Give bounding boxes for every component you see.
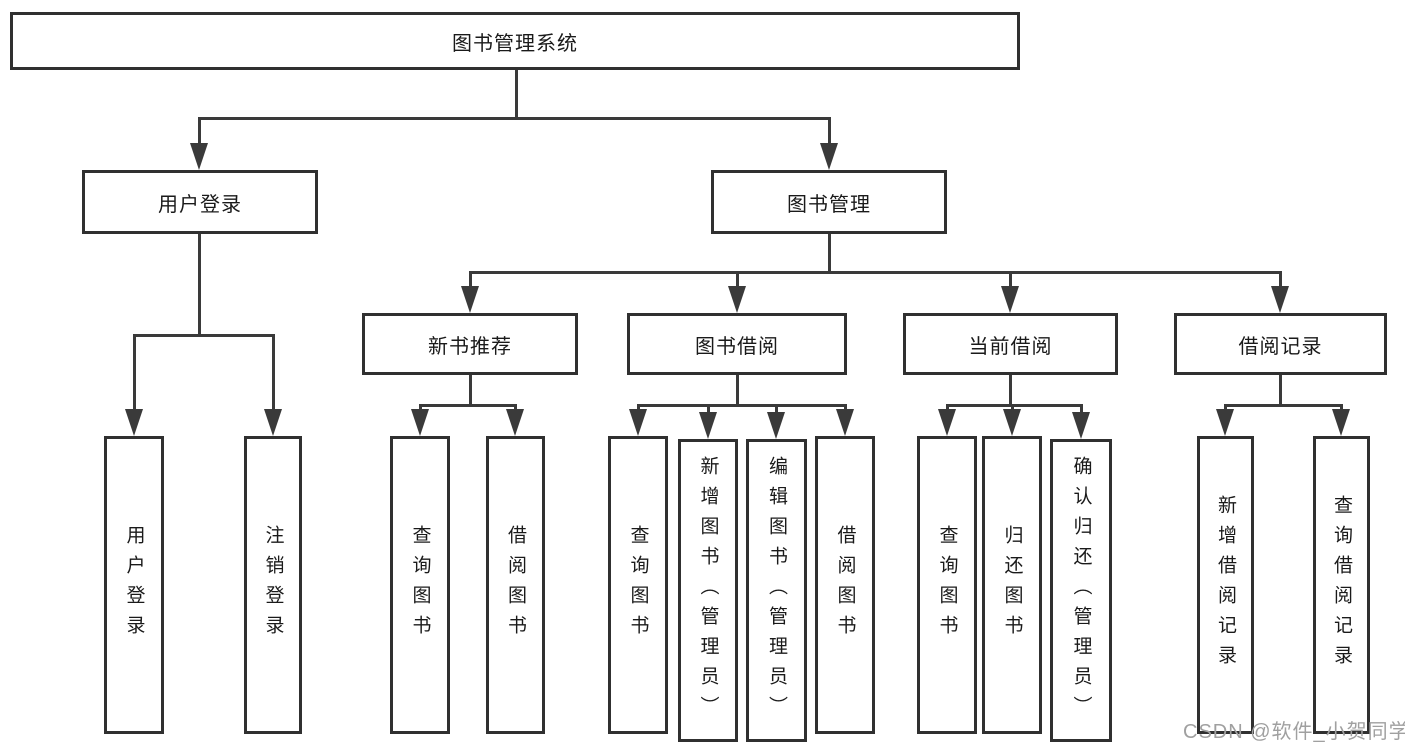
connector-line — [198, 117, 831, 120]
connector-line — [133, 334, 136, 411]
leaf-return-book-label: 归还图书 — [1001, 525, 1023, 645]
leaf-add-borrow-record: 新增借阅记录 — [1197, 436, 1254, 734]
connector-line — [198, 117, 201, 146]
arrow-icon — [767, 412, 785, 439]
node-book-borrow: 图书借阅 — [627, 313, 847, 375]
arrow-icon — [461, 286, 479, 313]
connector-line — [419, 404, 422, 412]
node-borrow-record-label: 借阅记录 — [1238, 335, 1323, 358]
arrow-icon — [1216, 409, 1234, 436]
leaf-query-book-current-label: 查询图书 — [936, 525, 958, 645]
leaf-borrow-book-recommend-label: 借阅图书 — [505, 525, 526, 645]
node-current-borrow: 当前借阅 — [903, 313, 1118, 375]
leaf-user-login: 用户登录 — [104, 436, 164, 734]
connector-line — [469, 271, 472, 288]
arrow-icon — [190, 143, 208, 170]
node-new-book-recommend: 新书推荐 — [362, 313, 578, 375]
connector-line — [828, 234, 831, 274]
connector-line — [1279, 375, 1282, 407]
connector-line — [828, 117, 831, 146]
arrow-icon — [125, 409, 143, 436]
leaf-borrow-book-recommend: 借阅图书 — [486, 436, 545, 734]
node-book-management: 图书管理 — [711, 170, 947, 234]
arrow-icon — [820, 143, 838, 170]
node-root-label: 图书管理系统 — [452, 32, 578, 55]
connector-line — [707, 404, 710, 415]
connector-line — [272, 334, 275, 411]
node-new-book-recommend-label: 新书推荐 — [428, 335, 512, 358]
leaf-add-book-admin: 新增图书（管理员） — [678, 439, 738, 742]
connector-line — [1009, 271, 1012, 288]
csdn-watermark: CSDN @软件_小贺同学 — [1183, 721, 1405, 743]
arrow-icon — [264, 409, 282, 436]
connector-line — [637, 404, 640, 412]
node-book-management-label: 图书管理 — [787, 193, 871, 216]
arrow-icon — [506, 409, 524, 436]
connector-line — [1224, 404, 1227, 412]
node-root: 图书管理系统 — [10, 12, 1020, 70]
leaf-edit-book-admin-label: 编辑图书（管理员） — [766, 455, 787, 726]
arrow-icon — [411, 409, 429, 436]
leaf-query-book-borrow: 查询图书 — [608, 436, 668, 734]
leaf-query-borrow-record: 查询借阅记录 — [1313, 436, 1370, 734]
leaf-query-borrow-record-label: 查询借阅记录 — [1331, 495, 1352, 675]
connector-line — [419, 404, 517, 407]
leaf-add-borrow-record-label: 新增借阅记录 — [1215, 495, 1236, 675]
leaf-logout-label: 注销登录 — [262, 525, 284, 645]
arrow-icon — [1003, 409, 1021, 436]
connector-line — [1279, 271, 1282, 288]
arrow-icon — [699, 412, 717, 439]
connector-line — [736, 271, 739, 288]
arrow-icon — [629, 409, 647, 436]
arrow-icon — [938, 409, 956, 436]
connector-line — [1080, 404, 1083, 415]
leaf-query-book-current: 查询图书 — [917, 436, 977, 734]
connector-line — [946, 404, 1083, 407]
node-user-login-label: 用户登录 — [158, 193, 242, 216]
leaf-query-book-borrow-label: 查询图书 — [627, 525, 649, 645]
connector-line — [133, 334, 275, 337]
connector-line — [1011, 404, 1014, 412]
connector-line — [1009, 375, 1012, 407]
connector-line — [469, 271, 1282, 274]
leaf-query-book-recommend: 查询图书 — [390, 436, 450, 734]
leaf-edit-book-admin: 编辑图书（管理员） — [746, 439, 807, 742]
connector-line — [514, 404, 517, 412]
arrow-icon — [1001, 286, 1019, 313]
leaf-confirm-return-admin-label: 确认归还（管理员） — [1070, 455, 1092, 726]
arrow-icon — [728, 286, 746, 313]
arrow-icon — [1332, 409, 1350, 436]
connector-line — [1340, 404, 1343, 412]
leaf-user-login-label: 用户登录 — [123, 525, 145, 645]
arrow-icon — [1271, 286, 1289, 313]
leaf-query-book-recommend-label: 查询图书 — [409, 525, 431, 645]
connector-line — [946, 404, 949, 412]
connector-line — [844, 404, 847, 412]
connector-line — [637, 404, 847, 407]
arrow-icon — [1072, 412, 1090, 439]
leaf-return-book: 归还图书 — [982, 436, 1042, 734]
leaf-logout: 注销登录 — [244, 436, 302, 734]
connector-line — [469, 375, 472, 407]
leaf-confirm-return-admin: 确认归还（管理员） — [1050, 439, 1112, 742]
leaf-borrow-book: 借阅图书 — [815, 436, 875, 734]
connector-line — [775, 404, 778, 415]
node-user-login: 用户登录 — [82, 170, 318, 234]
connector-line — [198, 234, 201, 337]
node-book-borrow-label: 图书借阅 — [695, 335, 779, 358]
node-borrow-record: 借阅记录 — [1174, 313, 1387, 375]
connector-line — [736, 375, 739, 407]
arrow-icon — [836, 409, 854, 436]
connector-line — [1224, 404, 1343, 407]
connector-line — [515, 70, 518, 119]
leaf-borrow-book-label: 借阅图书 — [834, 525, 856, 645]
leaf-add-book-admin-label: 新增图书（管理员） — [697, 455, 719, 726]
node-current-borrow-label: 当前借阅 — [968, 335, 1053, 358]
